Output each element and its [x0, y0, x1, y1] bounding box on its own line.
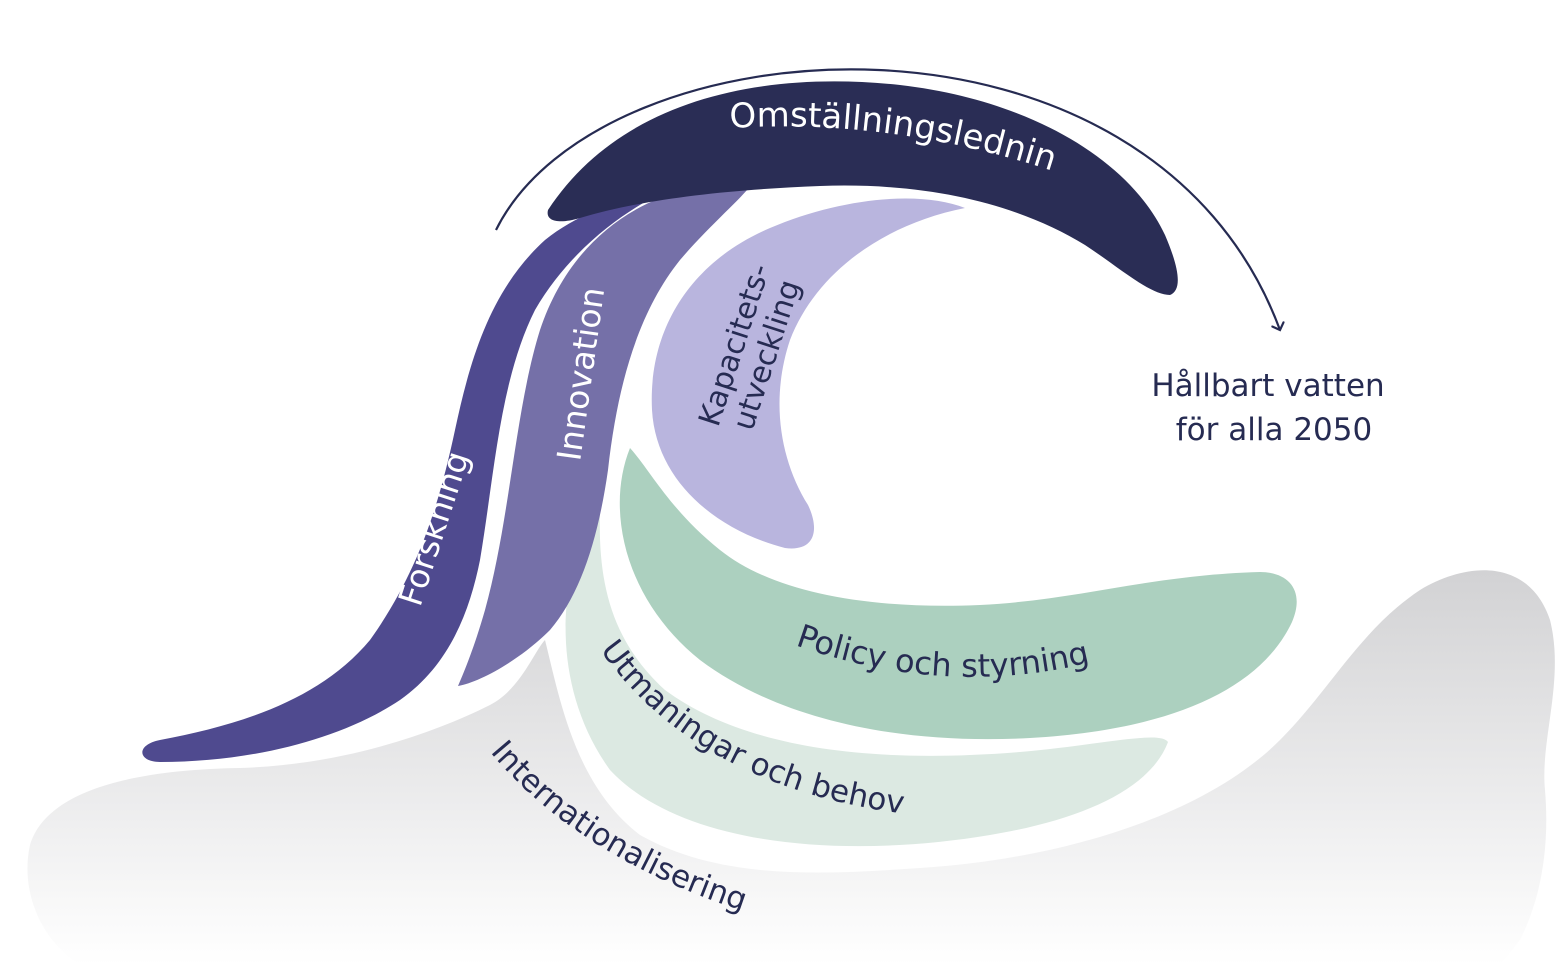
innovation-shape [458, 180, 752, 686]
internationalisering-base-wave [27, 570, 1555, 965]
goal-line-2: för alla 2050 [1176, 412, 1372, 448]
kapacitet-shape [651, 198, 965, 549]
policy-shape [619, 448, 1297, 740]
progress-arrow [495, 68, 1280, 330]
forskning-shape [142, 200, 645, 762]
omstallning-shape [547, 81, 1178, 295]
goal-line-1: Hållbart vatten [1151, 368, 1384, 404]
utmaningar-shape [565, 512, 1168, 847]
